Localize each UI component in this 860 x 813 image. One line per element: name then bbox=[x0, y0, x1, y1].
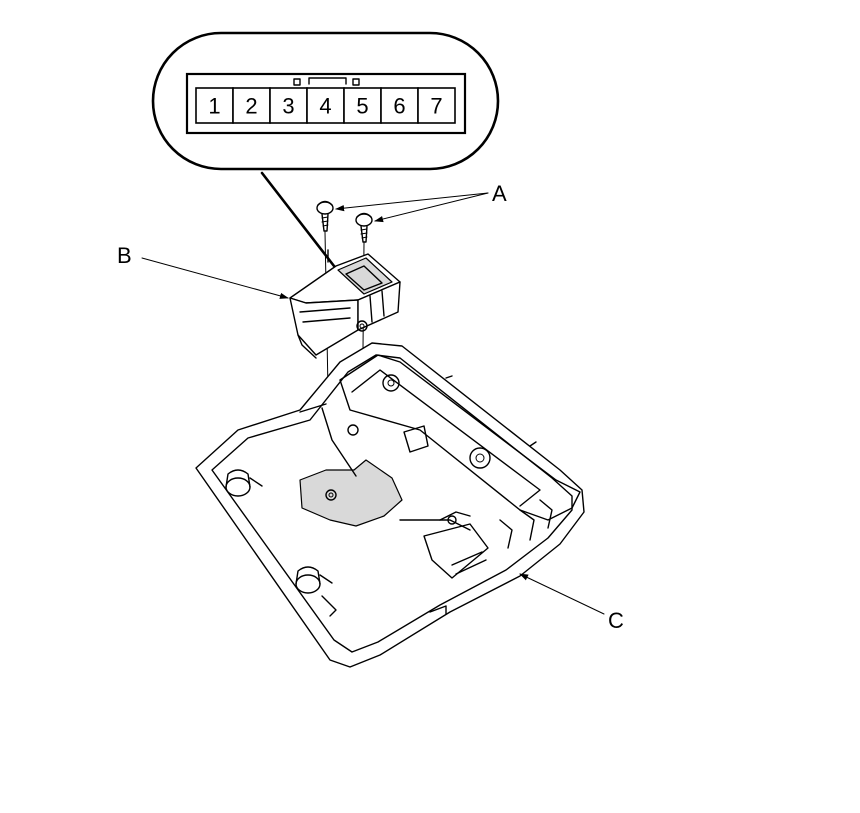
detail-leader-line bbox=[260, 171, 336, 268]
connector-pin-number: 3 bbox=[282, 94, 294, 119]
connector-pin-number: 4 bbox=[319, 94, 331, 119]
mounting-post bbox=[295, 566, 333, 594]
connector-pin-number: 7 bbox=[430, 94, 442, 119]
connector-pin-cell bbox=[269, 87, 308, 124]
connector-pin-cell bbox=[195, 87, 234, 124]
map-light-switch bbox=[289, 249, 401, 359]
ceiling-light-housing bbox=[195, 342, 585, 668]
callout-c-label: C bbox=[608, 608, 624, 633]
connector-pin-number: 5 bbox=[356, 94, 368, 119]
callout-c: C bbox=[519, 573, 624, 633]
connector-pin-number: 2 bbox=[245, 94, 257, 119]
mounting-post bbox=[225, 469, 263, 497]
connector-pin-number: 1 bbox=[208, 94, 220, 119]
callout-b-label: B bbox=[117, 243, 132, 268]
callout-b: B bbox=[117, 243, 289, 299]
callout-a: A bbox=[335, 181, 507, 223]
connector-pin-cell bbox=[417, 87, 456, 124]
screw-a-left bbox=[316, 200, 334, 232]
connector-pin-number: 6 bbox=[393, 94, 405, 119]
connector-pin-cell bbox=[380, 87, 419, 124]
screw-a-right bbox=[355, 212, 373, 243]
callout-a-label: A bbox=[492, 181, 507, 206]
connector-pin-cell bbox=[343, 87, 382, 124]
